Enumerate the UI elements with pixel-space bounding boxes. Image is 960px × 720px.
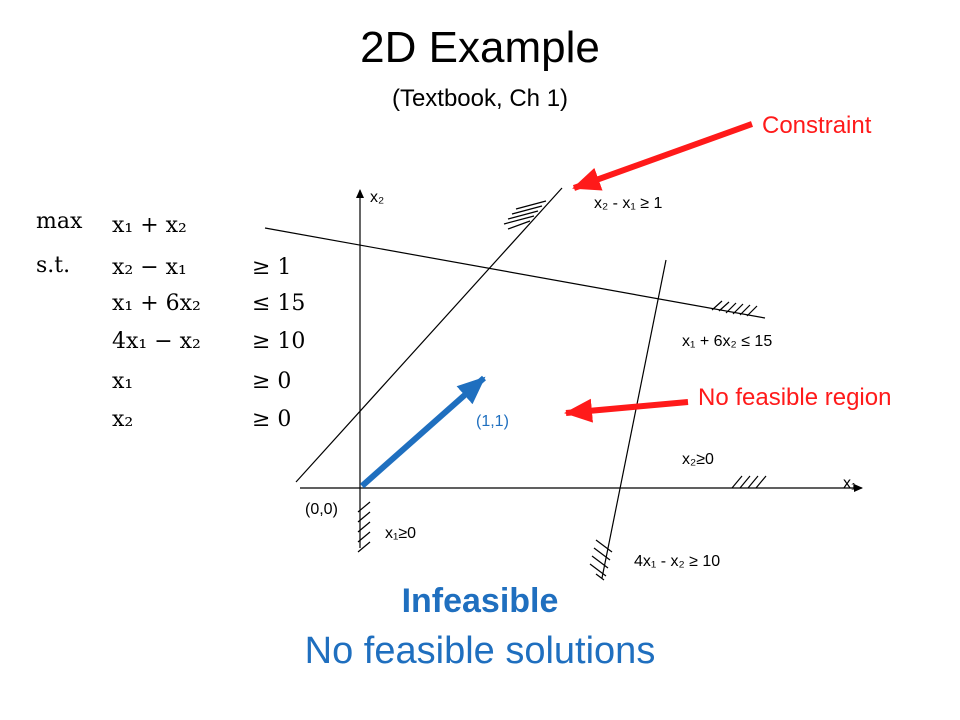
constraint-keyword: s.t. (36, 253, 71, 278)
origin-label: (0,0) (305, 501, 338, 518)
constraint-label-c5: x₂≥0 (682, 451, 714, 468)
constraint-rel: ≥ 1 (252, 255, 292, 280)
constraint-label-c3: 4x₁ - x₂ ≥ 10 (634, 553, 721, 570)
constraint-line-c1 (295, 187, 563, 483)
slide-subtitle: (Textbook, Ch 1) (391, 85, 569, 112)
no-region-callout-arrow (564, 398, 689, 423)
hatch-x1-nonneg (357, 501, 371, 553)
constraint-lhs: x₂ (112, 407, 134, 432)
constraint-lhs: x₁ + 6x₂ (112, 291, 201, 316)
constraint-lhs: x₁ (112, 369, 134, 394)
objective-expression: x₁ + x₂ (112, 213, 187, 238)
hatch-c1 (503, 200, 547, 230)
constraint-rel: ≥ 10 (252, 329, 306, 354)
axis-x-label: x₁ (843, 475, 857, 492)
vector-label: (1,1) (476, 413, 509, 430)
infeasible-detail: No feasible solutions (304, 630, 656, 672)
hatch-x2-nonneg (731, 475, 767, 489)
slide-title: 2D Example (360, 23, 600, 72)
constraint-lhs: 4x₁ − x₂ (112, 329, 201, 354)
axis-y-label: x₂ (370, 189, 385, 206)
objective-keyword: max (36, 209, 83, 234)
constraint-rel: ≤ 15 (252, 291, 306, 316)
constraint-rel: ≥ 0 (252, 369, 292, 394)
constraint-callout-label: Constraint (762, 112, 872, 139)
constraint-line-c2 (264, 227, 766, 319)
constraint-label-c1: x₂ - x₁ ≥ 1 (594, 195, 663, 212)
infeasible-headline: Infeasible (401, 582, 559, 620)
constraint-rel: ≥ 0 (252, 407, 292, 432)
constraint-lhs: x₂ − x₁ (112, 255, 187, 280)
constraint-label-c2: x₁ + 6x₂ ≤ 15 (682, 333, 773, 350)
hatch-c3 (589, 539, 613, 581)
objective-vector-arrow (360, 375, 486, 489)
constraint-line-c3 (601, 259, 667, 579)
hatch-c2 (711, 300, 758, 317)
constraint-label-c4: x₁≥0 (385, 525, 417, 542)
no-region-callout-label: No feasible region (698, 384, 892, 411)
constraint-callout-arrow (572, 121, 754, 191)
